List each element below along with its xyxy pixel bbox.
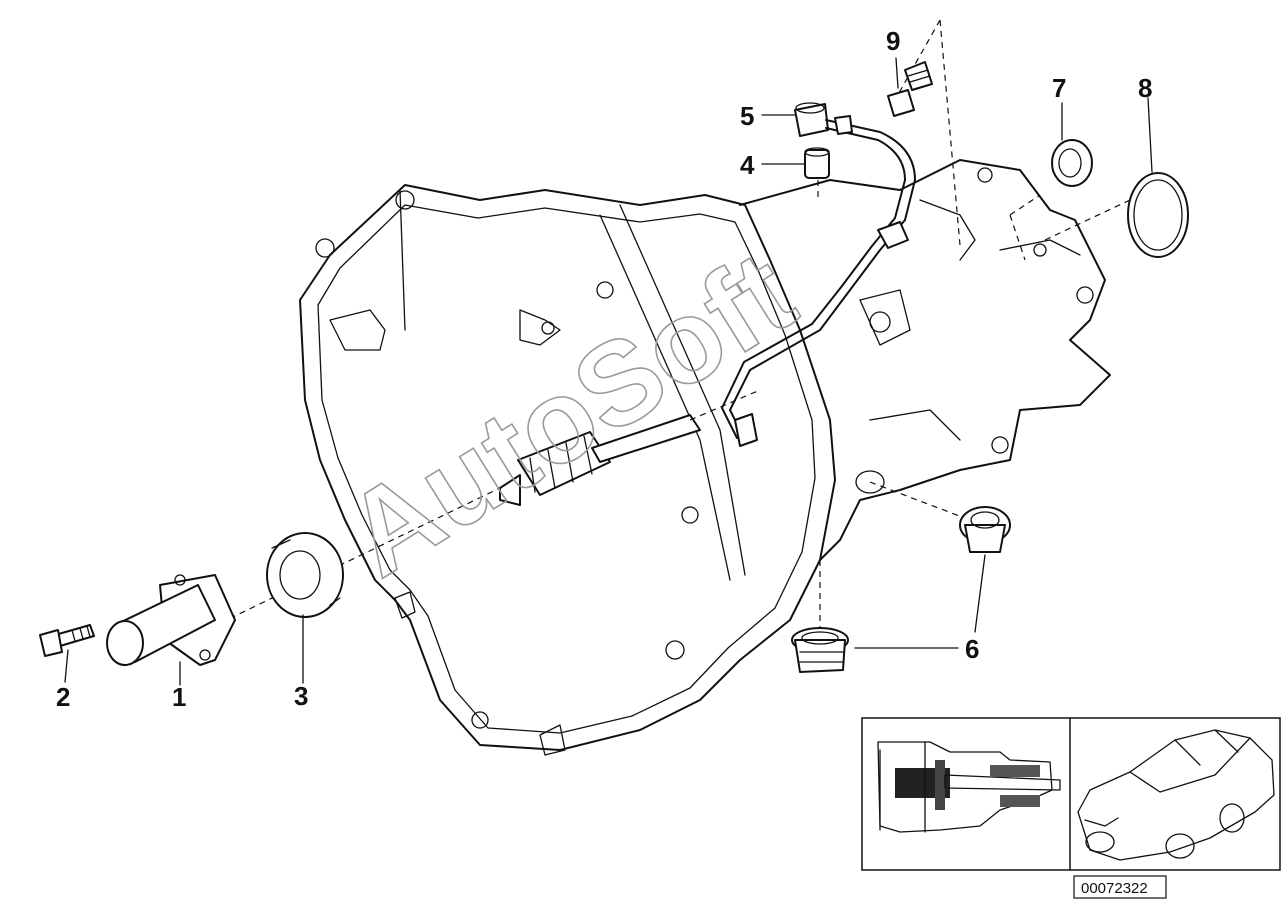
part-gasket-ring bbox=[1127, 172, 1189, 258]
part-breather-pipe bbox=[721, 102, 916, 447]
diagram-number-box: 00072322 bbox=[1073, 875, 1167, 899]
input-shaft bbox=[499, 414, 701, 506]
alignment-lines bbox=[209, 19, 1131, 630]
transmission-housing bbox=[299, 159, 1111, 756]
inset-car-outline bbox=[1077, 729, 1275, 861]
part-sleeve bbox=[804, 147, 830, 179]
part-plug-lower bbox=[791, 627, 849, 673]
callout-3: 3 bbox=[294, 681, 308, 711]
part-shaft-seal bbox=[266, 532, 344, 618]
inset-transmission-cutaway bbox=[877, 741, 1061, 833]
part-bolt bbox=[39, 624, 95, 657]
callout-2: 2 bbox=[56, 682, 70, 712]
part-seal-ring bbox=[1051, 139, 1093, 187]
callout-8: 8 bbox=[1138, 73, 1152, 103]
diagram-number: 00072322 bbox=[1081, 880, 1148, 897]
callout-9: 9 bbox=[886, 26, 900, 56]
part-plug-upper bbox=[959, 506, 1011, 553]
part-guide-tube bbox=[106, 574, 236, 666]
part-sensor bbox=[887, 61, 933, 117]
inset-box bbox=[861, 717, 1281, 871]
callout-1: 1 bbox=[172, 682, 186, 712]
callout-labels: 1 2 3 4 5 6 7 8 9 bbox=[56, 26, 1152, 712]
callout-7: 7 bbox=[1052, 73, 1066, 103]
callout-4: 4 bbox=[740, 150, 755, 180]
callout-5: 5 bbox=[740, 101, 754, 131]
leader-lines bbox=[64, 57, 1153, 686]
callout-6: 6 bbox=[965, 634, 979, 664]
watermark-text: AutoSoft bbox=[324, 226, 816, 602]
